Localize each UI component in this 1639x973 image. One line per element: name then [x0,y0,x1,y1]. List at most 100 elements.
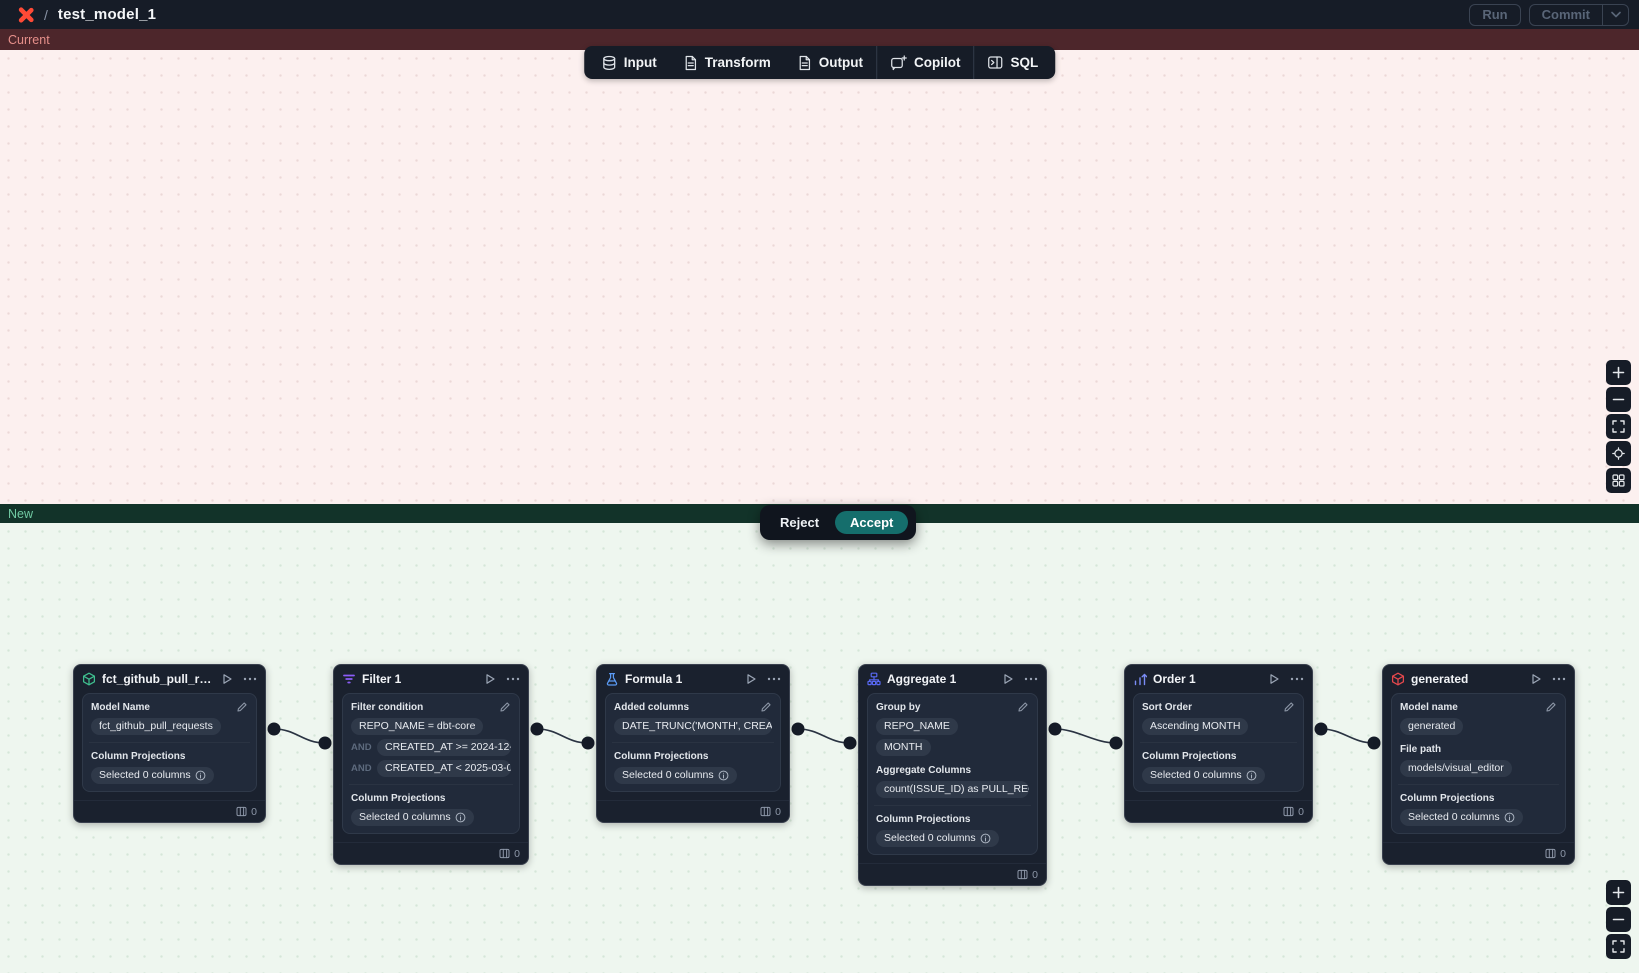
node-run-icon[interactable] [745,673,757,685]
output-port[interactable] [530,722,544,736]
run-button[interactable]: Run [1469,3,1521,26]
projections-pill[interactable]: Selected 0 columns [614,767,737,784]
info-icon[interactable] [455,812,466,823]
columns-count-icon [499,848,510,859]
pill-row: fct_github_pull_requests [91,718,248,735]
edit-pencil-icon[interactable] [760,701,772,713]
layout-grid-button[interactable] [1606,468,1631,493]
projections-pill[interactable]: Selected 0 columns [91,767,214,784]
info-icon[interactable] [718,770,729,781]
fit-view-button[interactable] [1606,414,1631,439]
node-menu-icon[interactable] [1024,677,1038,681]
projections-pill[interactable]: Selected 0 columns [1142,767,1265,784]
output-port[interactable] [1048,722,1062,736]
node-header: Filter 1 [334,665,528,693]
toolbar-item-transform[interactable]: Transform [670,46,784,79]
edit-pencil-icon[interactable] [236,701,248,713]
column-count: 0 [775,805,781,818]
commit-split-button[interactable]: Commit [1528,3,1629,26]
node-run-icon[interactable] [484,673,496,685]
pill-row: DATE_TRUNC('MONTH', CREATED_AT... [614,718,772,735]
projections-label: Column Projections [1142,750,1237,762]
reject-button[interactable]: Reject [768,512,831,533]
toolbar-item-label: SQL [1010,55,1039,70]
dbt-logo-icon[interactable] [16,5,36,25]
zoom-in-button[interactable] [1606,360,1631,385]
value-pill[interactable]: Ascending MONTH [1142,718,1249,735]
input-port[interactable] [1109,736,1123,750]
info-icon[interactable] [1504,812,1515,823]
pill-row: generated [1400,718,1557,735]
node-card-Filter 1[interactable]: Filter 1 Filter conditionREPO_NAME = dbt-… [333,664,529,865]
input-port[interactable] [1367,736,1381,750]
output-port[interactable] [791,722,805,736]
input-port[interactable] [581,736,595,750]
toolbar-item-input[interactable]: Input [588,46,670,79]
projections-pill[interactable]: Selected 0 columns [1400,809,1523,826]
node-menu-icon[interactable] [506,677,520,681]
info-icon[interactable] [980,833,991,844]
value-pill[interactable]: REPO_NAME = dbt-core [351,718,484,735]
top-bar: / test_model_1 Run Commit [0,0,1639,29]
zoom-in-button[interactable] [1606,880,1631,905]
node-menu-icon[interactable] [1552,677,1566,681]
node-menu-icon[interactable] [243,677,257,681]
projections-value: Selected 0 columns [1408,811,1500,823]
document-icon [797,55,812,71]
accept-button[interactable]: Accept [835,511,909,534]
toolbar-item-copilot[interactable]: Copilot [877,46,974,79]
node-run-icon[interactable] [1002,673,1014,685]
node-menu-icon[interactable] [767,677,781,681]
breadcrumb-separator: / [44,6,48,23]
node-card-fct_github_pull_requests[interactable]: fct_github_pull_requestsModel Namefct_gi… [73,664,266,823]
toolbar-item-output[interactable]: Output [784,46,876,79]
node-card-Formula 1[interactable]: Formula 1Added columnsDATE_TRUNC('MONTH'… [596,664,790,823]
value-pill[interactable]: CREATED_AT < 2025-03-01 [377,760,511,777]
value-pill[interactable]: generated [1400,718,1464,735]
node-card-Order 1[interactable]: Order 1Sort OrderAscending MONTHColumn P… [1124,664,1313,823]
input-port[interactable] [318,736,332,750]
node-menu-icon[interactable] [1290,677,1304,681]
edit-pencil-icon[interactable] [499,701,511,713]
zoom-out-button[interactable] [1606,907,1631,932]
node-run-icon[interactable] [1268,673,1280,685]
node-title: Aggregate 1 [887,672,957,686]
current-version-canvas[interactable] [0,50,1639,504]
model-title: test_model_1 [57,6,157,23]
edit-pencil-icon[interactable] [1545,701,1557,713]
value-pill[interactable]: count(ISSUE_ID) as PULL_REQUEST_... [876,781,1029,798]
info-icon[interactable] [1246,770,1257,781]
commit-dropdown-button[interactable] [1602,4,1628,25]
value-pill[interactable]: DATE_TRUNC('MONTH', CREATED_AT... [614,718,772,735]
node-run-icon[interactable] [1530,673,1542,685]
value-pill[interactable]: CREATED_AT >= 2024-12-01 [377,739,511,756]
edit-pencil-icon[interactable] [1283,701,1295,713]
output-port[interactable] [267,722,281,736]
edit-pencil-icon[interactable] [1017,701,1029,713]
toolbar-item-label: Copilot [914,55,961,70]
commit-button[interactable]: Commit [1541,7,1590,22]
value-pill[interactable]: models/visual_editor [1400,760,1512,777]
projections-pill[interactable]: Selected 0 columns [876,830,999,847]
info-icon[interactable] [195,770,206,781]
value-pill[interactable]: MONTH [876,739,931,756]
recenter-button[interactable] [1606,441,1631,466]
section-label: Model Name [91,701,150,713]
value-pill[interactable]: REPO_NAME [876,718,958,735]
section-divider [1140,742,1297,743]
toolbar-item-sql[interactable]: SQL [975,46,1052,79]
fit-view-button[interactable] [1606,934,1631,959]
input-port[interactable] [843,736,857,750]
new-version-canvas[interactable] [0,523,1639,973]
node-run-icon[interactable] [221,673,233,685]
projections-pill[interactable]: Selected 0 columns [351,809,474,826]
node-card-Aggregate 1[interactable]: Aggregate 1Group byREPO_NAMEMONTHAggrega… [858,664,1047,886]
output-port[interactable] [1314,722,1328,736]
zoom-out-button[interactable] [1606,387,1631,412]
value-pill[interactable]: fct_github_pull_requests [91,718,221,735]
section-label: Filter condition [351,701,424,713]
